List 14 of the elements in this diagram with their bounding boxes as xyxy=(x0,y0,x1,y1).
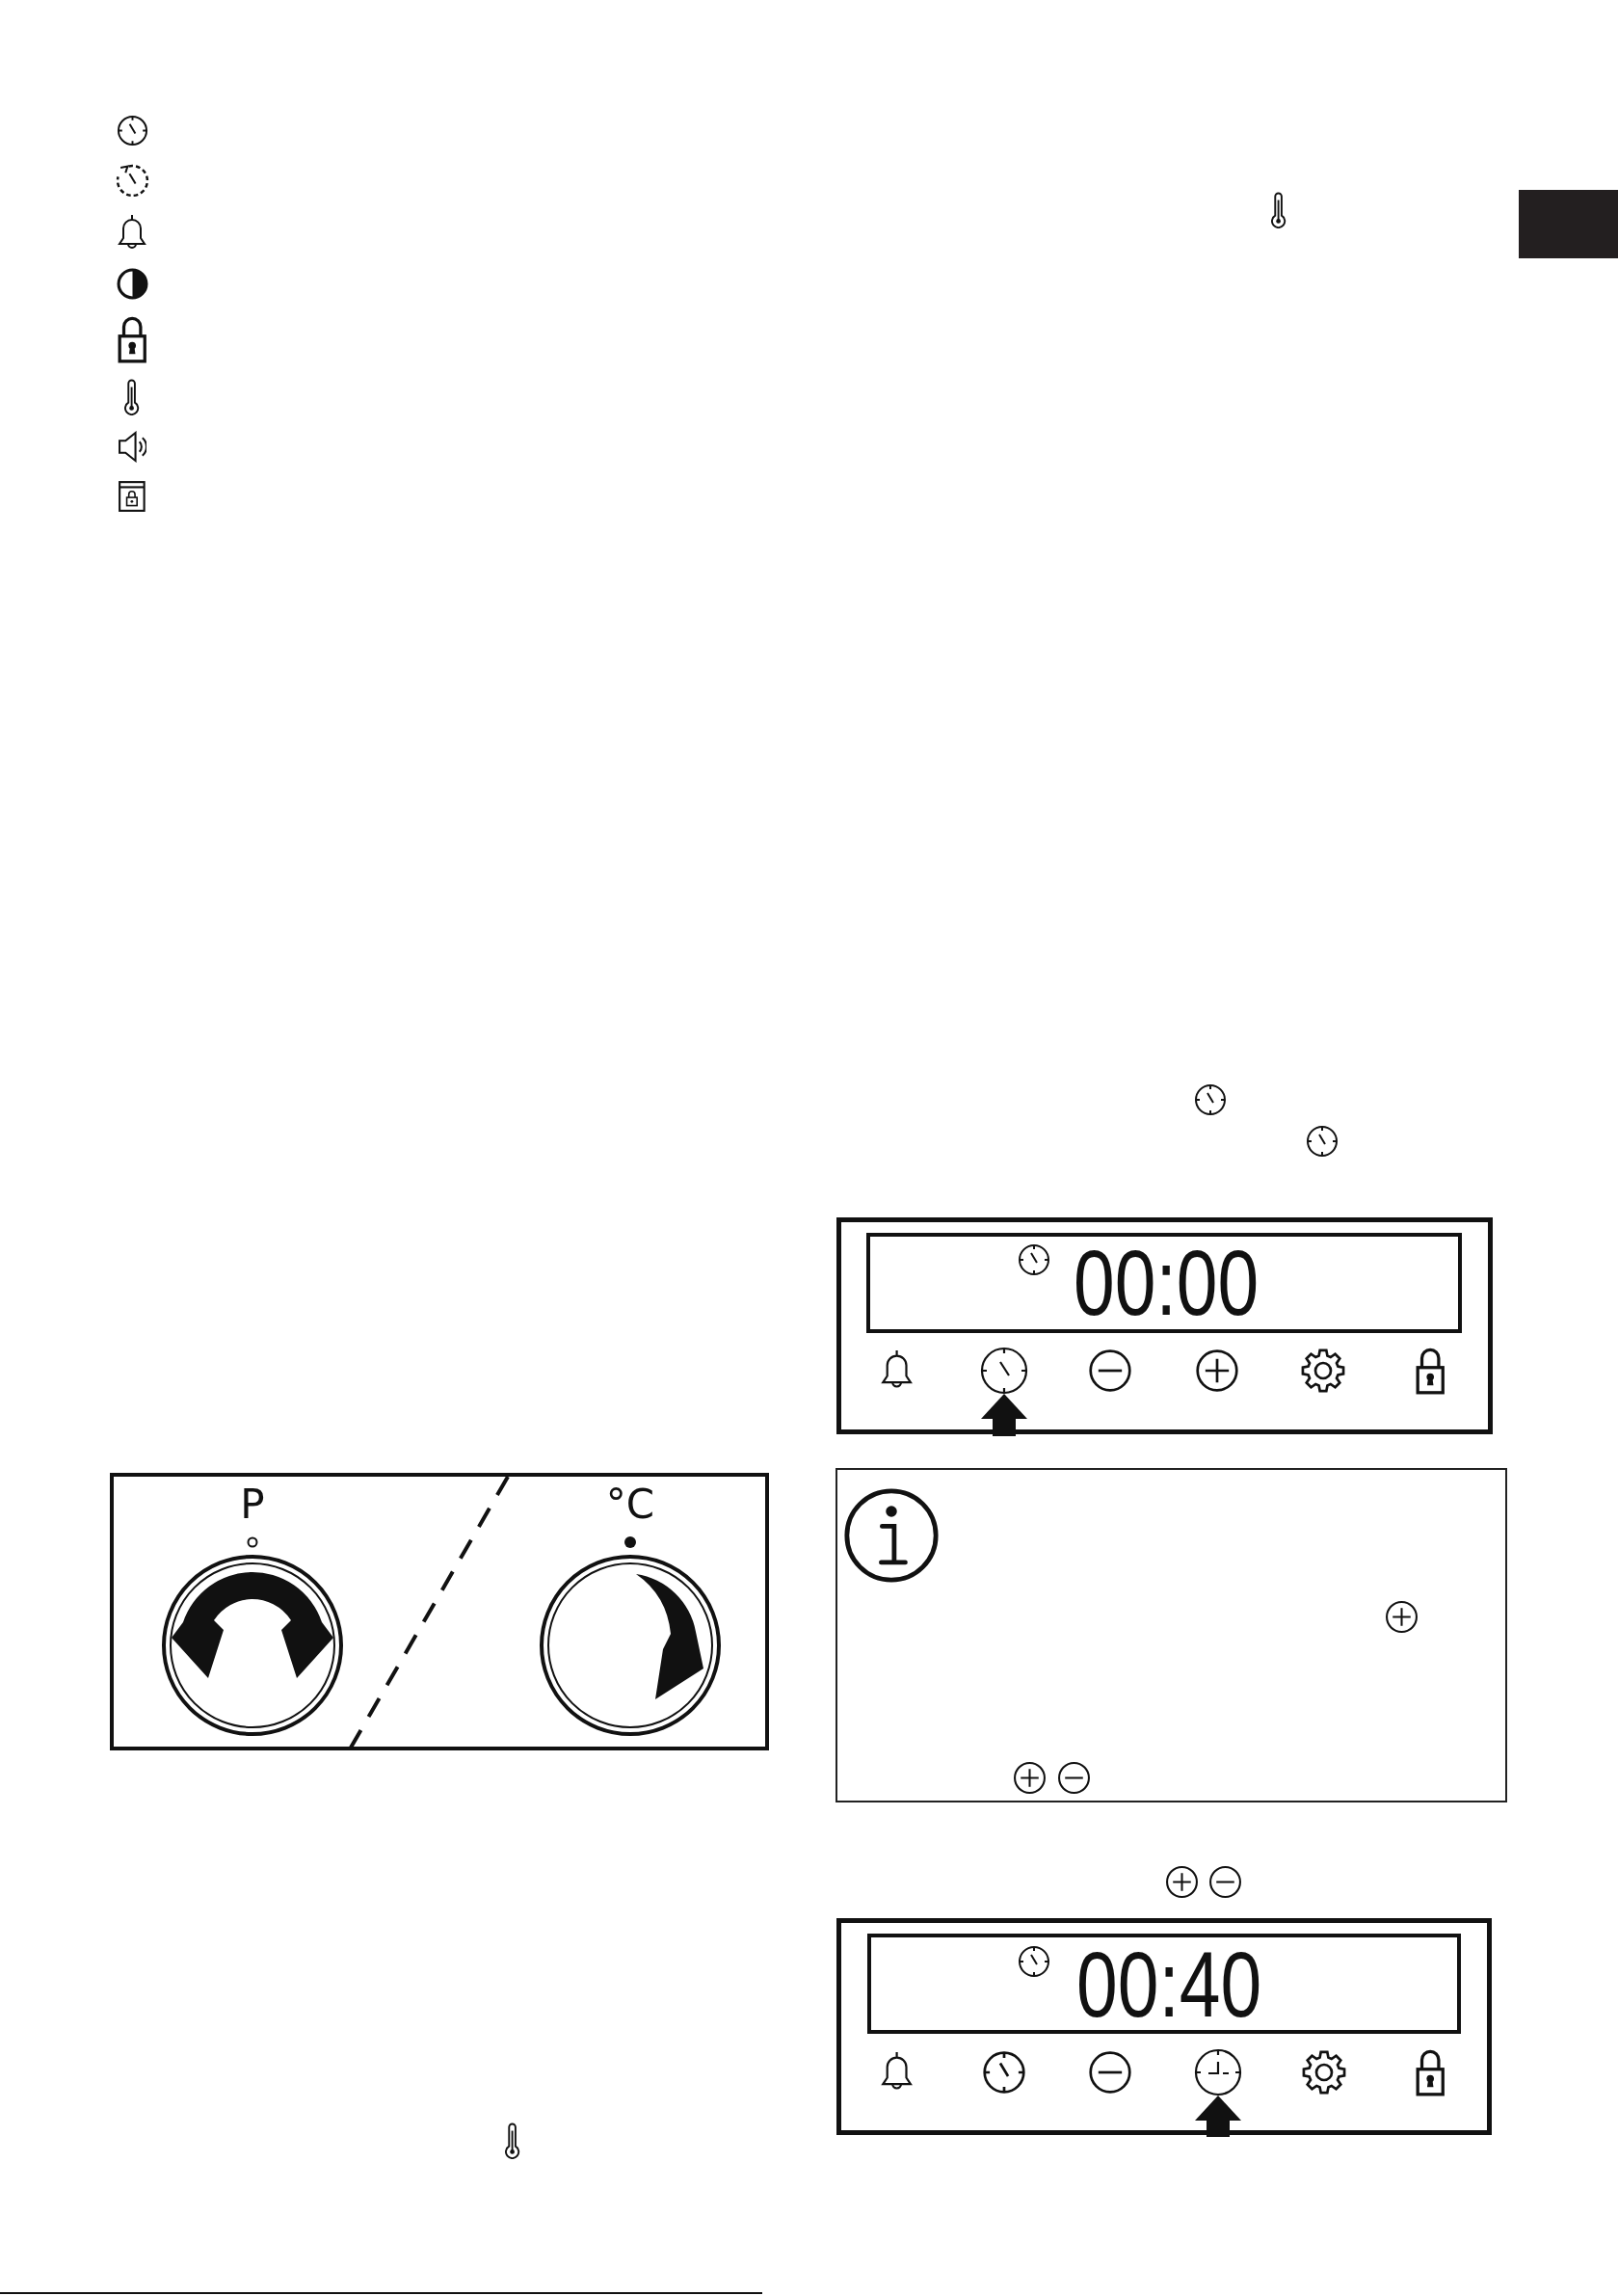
knob-label: P xyxy=(240,1483,265,1526)
control-panel xyxy=(836,1918,1492,2135)
time-readout: 00:00 xyxy=(1074,1244,1260,1322)
knob-panel xyxy=(110,1473,769,1750)
time-readout: 00:40 xyxy=(1076,1946,1262,2023)
dial-icon xyxy=(1194,2048,1242,2096)
arrow xyxy=(981,1394,1027,1436)
clock-icon xyxy=(980,1347,1028,1395)
display-screen xyxy=(866,1233,1462,1333)
control-panel xyxy=(836,1217,1493,1434)
arrow xyxy=(1195,2096,1241,2137)
display-screen xyxy=(867,1934,1461,2034)
section-tab xyxy=(1519,190,1618,258)
knob-label: °C xyxy=(605,1483,655,1526)
